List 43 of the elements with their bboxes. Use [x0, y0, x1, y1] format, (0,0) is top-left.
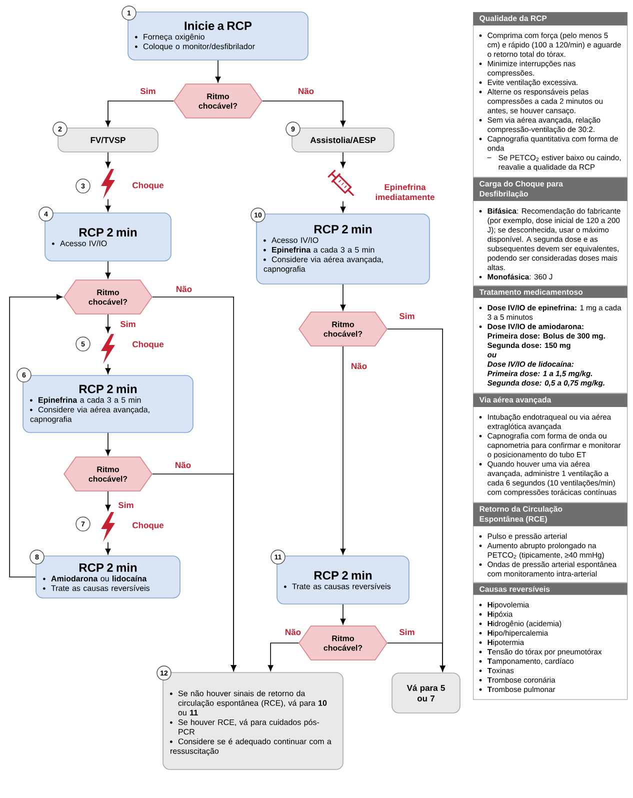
arrow — [340, 152, 346, 168]
edge-label: Não — [352, 362, 367, 370]
decision-hexagon: Ritmo chocável? — [64, 280, 152, 314]
arrow — [387, 642, 446, 672]
edge-label: Sim — [118, 502, 134, 508]
lightning-bolt-icon — [101, 169, 115, 199]
decision-hexagon: Ritmo chocável? — [64, 456, 152, 492]
arrow — [340, 200, 346, 213]
arrow — [9, 294, 62, 578]
arrow — [105, 198, 111, 212]
process-box: Vá para 5 ou 7 — [392, 672, 460, 714]
arrow — [105, 100, 174, 127]
shock-label: Choque — [132, 182, 164, 190]
syringe-icon — [328, 170, 354, 196]
arrow — [268, 642, 299, 672]
edge-label: Sim — [140, 88, 156, 94]
arrow — [105, 542, 111, 555]
edge-label: Não — [176, 462, 191, 468]
arrow — [340, 346, 346, 555]
edge-label: Não — [176, 286, 192, 292]
edge-label: Sim — [399, 628, 414, 636]
edge-label: Não — [286, 628, 301, 636]
lightning-bolt-icon — [101, 334, 115, 364]
drug-label: Epinefrina imediatamente — [376, 184, 434, 200]
lightning-bolt-icon — [101, 512, 115, 542]
arrow — [105, 432, 111, 456]
shock-label: Choque — [132, 522, 164, 530]
shock-label: Choque — [132, 341, 164, 349]
arrow — [105, 364, 111, 374]
arrow — [105, 152, 111, 168]
edge-label: Não — [298, 88, 314, 94]
arrow — [105, 491, 111, 511]
edge-label: Sim — [399, 312, 414, 320]
arrow — [215, 60, 221, 83]
arrow — [262, 100, 346, 127]
arrow — [340, 604, 346, 625]
decision-hexagon: Ritmo chocável? — [298, 312, 388, 346]
arrow — [105, 314, 111, 333]
arrow — [340, 284, 346, 311]
edge-label: Sim — [120, 320, 136, 328]
arrow — [105, 261, 111, 279]
arrow — [152, 474, 236, 672]
decision-hexagon: Ritmo chocável? — [174, 84, 262, 118]
